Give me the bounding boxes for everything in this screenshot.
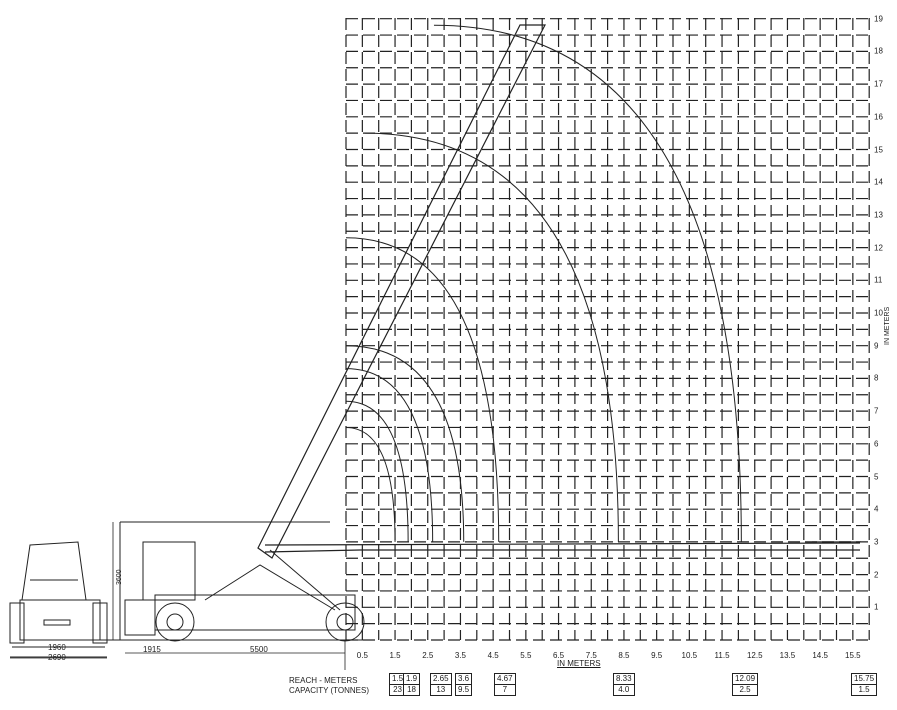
reach-value: 1.5 [392, 674, 404, 683]
boom [257, 24, 861, 559]
reach-value: 15.75 [854, 674, 875, 683]
reach-value: 8.33 [616, 674, 632, 683]
y-tick: 4 [874, 504, 879, 514]
crane-vehicle-side-view [100, 521, 370, 642]
y-tick: 16 [874, 112, 883, 122]
reach-value: 12.09 [735, 674, 756, 683]
y-tick: 5 [874, 472, 879, 481]
reach-value: 4.67 [497, 674, 513, 683]
grid [345, 18, 870, 641]
x-tick: 8.5 [618, 651, 630, 660]
x-tick: 6.5 [552, 651, 565, 660]
reach-row-label: REACH - METERS [289, 676, 358, 685]
y-tick: 3 [874, 537, 879, 547]
capacity-value: 4.0 [614, 684, 634, 695]
x-tick: 7.5 [585, 651, 597, 660]
y-tick: 15 [874, 145, 883, 154]
reach-value: 2.65 [433, 674, 449, 683]
y-axis-title: IN METERS [884, 306, 891, 345]
capacity-value: 2.5 [733, 684, 758, 695]
capacity-value: 13 [431, 684, 451, 695]
crane-vehicle-front-view [9, 541, 108, 658]
y-tick: 2 [874, 570, 879, 580]
y-tick: 9 [874, 341, 879, 351]
capacity-value: 9.5 [456, 684, 472, 694]
capacity-value: 7 [495, 684, 515, 695]
dim-front-outer-width: 2690 [48, 653, 66, 662]
dim-front-overhang: 1915 [143, 645, 161, 654]
x-tick: 2.5 [422, 651, 434, 660]
y-tick: 11 [874, 275, 883, 285]
y-tick: 17 [874, 79, 883, 89]
x-tick: 14.5 [812, 651, 828, 660]
dim-front-inner-width: 1960 [48, 643, 66, 652]
x-tick: 1.5 [389, 651, 401, 660]
capacity-value: 23 [390, 684, 406, 695]
capacity-value: 1.5 [852, 684, 877, 695]
y-tick: 6 [874, 439, 879, 449]
x-tick: 11.5 [714, 651, 730, 660]
reach-arcs [345, 24, 862, 543]
x-tick: 0.5 [356, 651, 368, 660]
y-tick: 13 [874, 210, 883, 220]
x-tick: 15.5 [845, 651, 861, 660]
dim-height: 3600 [116, 569, 123, 585]
reach-value: 3.6 [458, 674, 470, 683]
y-tick: 14 [874, 177, 883, 187]
x-tick: 5.5 [520, 651, 532, 660]
x-axis-title: IN METERS [557, 659, 601, 668]
x-tick: 3.5 [454, 651, 466, 660]
capacity-row-label: CAPACITY (TONNES) [289, 686, 370, 695]
y-tick: 12 [874, 243, 883, 253]
x-tick: 9.5 [651, 651, 663, 660]
x-tick: 4.5 [487, 651, 499, 660]
reach-value: 1.9 [406, 674, 418, 683]
x-tick: 12.5 [746, 651, 763, 660]
x-tick: 10.5 [681, 651, 698, 660]
y-tick: 1 [874, 602, 879, 612]
dim-wheelbase: 5500 [250, 645, 268, 654]
y-tick: 8 [874, 373, 879, 383]
dimension-lines [10, 522, 346, 670]
y-tick: 19 [874, 14, 883, 24]
y-tick: 7 [874, 406, 879, 416]
capacity-value: 18 [404, 684, 420, 695]
y-tick: 18 [874, 46, 883, 56]
y-tick: 10 [874, 308, 883, 318]
x-tick: 13.5 [779, 651, 796, 660]
